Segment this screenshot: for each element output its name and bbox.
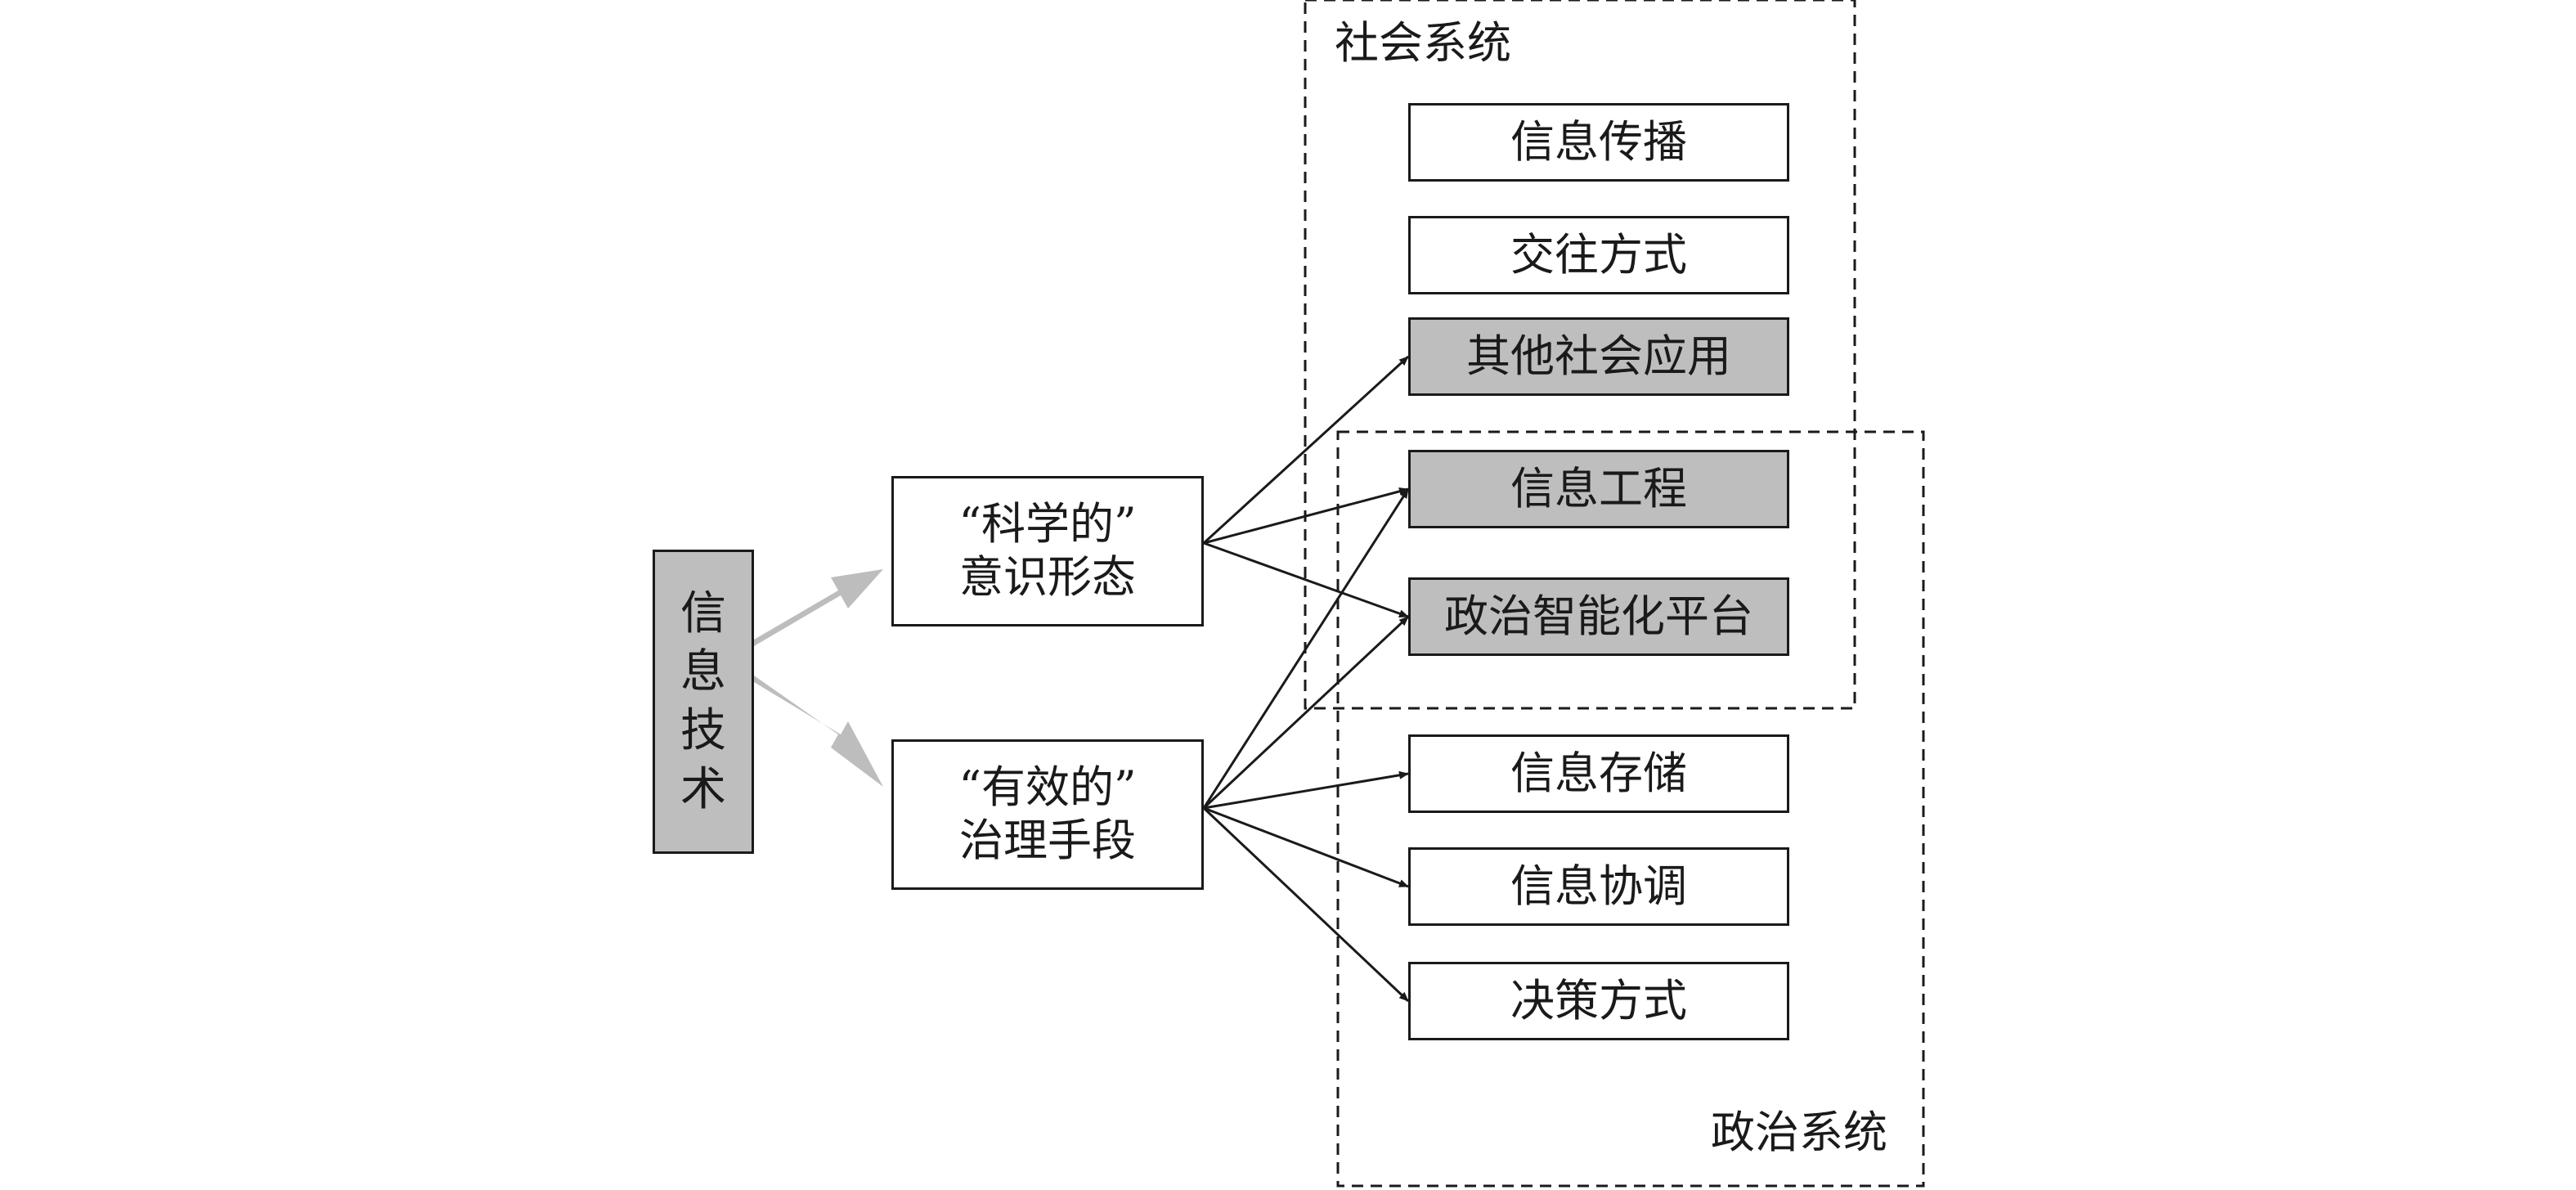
scientific-ideology-box: “科学的” 意识形态 xyxy=(891,476,1204,626)
effective-governance-box: “有效的” 治理手段 xyxy=(891,739,1204,890)
target-box: 信息协调 xyxy=(1408,847,1789,926)
target-box: 信息传播 xyxy=(1408,103,1789,182)
connector-arrow xyxy=(1202,488,1410,809)
connector-arrow xyxy=(1203,806,1409,888)
target-box: 交往方式 xyxy=(1408,216,1789,294)
connector-arrow xyxy=(1203,770,1409,810)
target-box: 政治智能化平台 xyxy=(1408,577,1789,656)
target-box: 决策方式 xyxy=(1408,962,1789,1040)
connector-arrow xyxy=(1202,806,1410,1003)
political-system-label: 政治系统 xyxy=(1711,1107,1887,1158)
target-box: 信息存储 xyxy=(1408,734,1789,813)
source-char: 信 xyxy=(680,586,726,640)
connector-arrow xyxy=(1203,541,1409,618)
source-char: 息 xyxy=(680,645,726,699)
social-system-label: 社会系统 xyxy=(1335,17,1511,69)
target-box: 信息工程 xyxy=(1408,450,1789,528)
connector-arrow xyxy=(1202,615,1410,810)
connector-arrow xyxy=(1203,487,1409,545)
connector-arrow xyxy=(1202,355,1410,545)
source-char: 技 xyxy=(680,704,726,757)
political-system-frame xyxy=(1336,430,1925,1188)
thick-arrow-to-governance xyxy=(754,676,883,787)
social-system-frame xyxy=(1304,0,1856,710)
target-box: 其他社会应用 xyxy=(1408,317,1789,396)
information-technology-box: 信 息 技 术 xyxy=(653,550,754,854)
source-char: 术 xyxy=(680,762,726,816)
thick-arrow-to-ideology xyxy=(754,569,883,646)
connector-arrows xyxy=(1202,355,1410,1003)
